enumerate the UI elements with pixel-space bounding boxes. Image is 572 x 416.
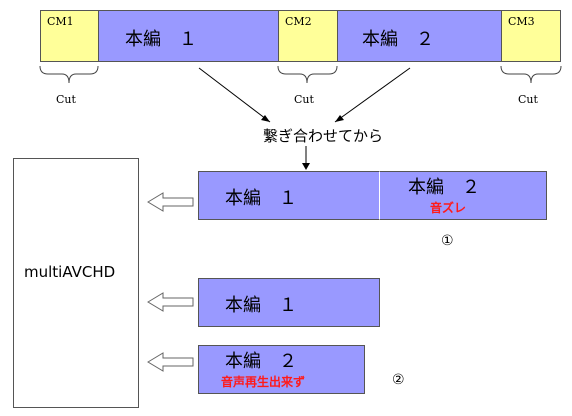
case2-note: 音声再生出来ず [221,375,306,389]
main2-label: 本編 ２ [362,29,434,50]
main1-block: 本編 １ [98,10,279,62]
cut-brace-2 [277,65,338,84]
case2-main1-block: 本編 １ [198,278,380,327]
case2-number: ② [392,372,405,388]
case2-main2-block: 本編 ２ 音声再生出来ず [198,345,365,394]
case1-number: ① [441,233,454,249]
cm2-block: CM2 [278,10,338,62]
cut-label-1: Cut [56,93,76,106]
hollow-arrow-2 [147,292,194,312]
cm3-block: CM3 [501,10,561,62]
cut-brace-3 [500,65,562,84]
cut-label-3: Cut [518,93,538,106]
cm1-block: CM1 [40,10,99,62]
cm1-label: CM1 [47,15,74,28]
case1-main1-label: 本編 １ [225,188,297,209]
cm3-label: CM3 [508,15,535,28]
case1-note: 音ズレ [430,201,467,215]
cut-label-2: Cut [294,93,314,106]
cut-brace-1 [39,65,99,84]
join-arrow-right [334,67,411,123]
main1-label: 本編 １ [125,29,197,50]
device-box: multiAVCHD [13,158,139,408]
device-label: multiAVCHD [24,263,116,281]
case2-main2-label: 本編 ２ [225,351,297,372]
join-arrow-left [198,67,271,123]
cm2-label: CM2 [285,15,312,28]
hollow-arrow-3 [147,352,194,372]
main2-block: 本編 ２ [337,10,502,62]
case1-main2-block: 本編 ２ 音ズレ [379,171,547,220]
case1-main2-label: 本編 ２ [408,177,480,198]
hollow-arrow-1 [147,192,194,212]
join-text: 繋ぎ合わせてから [263,127,384,145]
case2-main1-label: 本編 １ [225,295,297,316]
case1-main1-block: 本編 １ [198,171,380,220]
